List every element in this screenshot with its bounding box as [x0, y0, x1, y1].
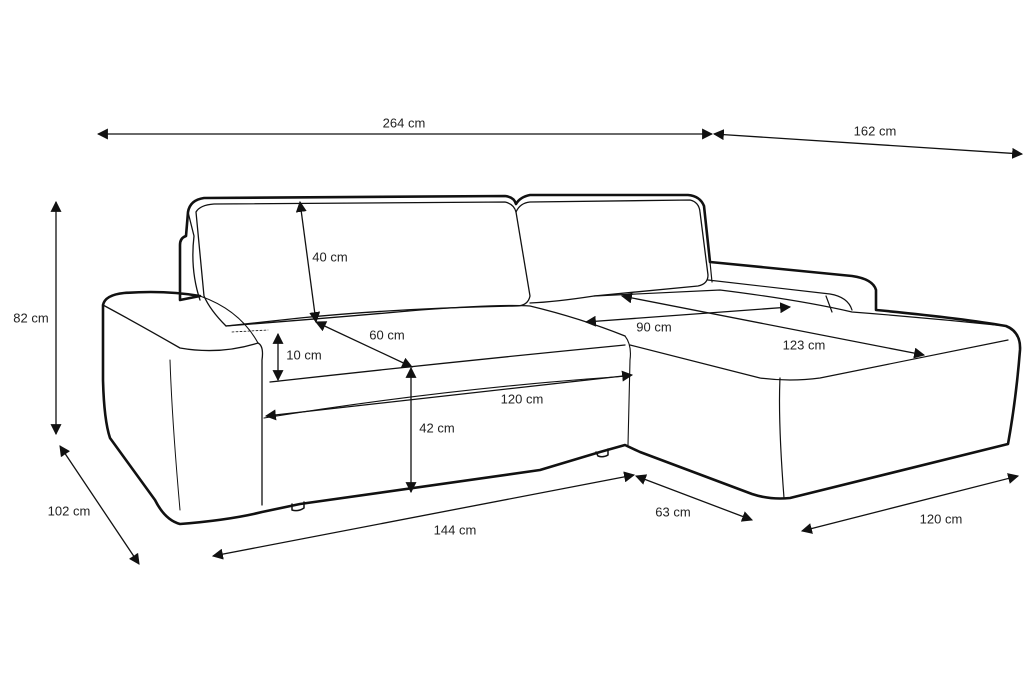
label-chaise-front: 120 cm [919, 511, 963, 527]
dimension-arrows [50, 128, 1024, 565]
left-back-cushion [195, 201, 531, 327]
label-chaise-seat-length: 123 cm [782, 337, 826, 353]
label-backrest-height: 40 cm [312, 249, 348, 265]
sofa-outline [101, 193, 1022, 526]
label-chaise-offset: 63 cm [655, 504, 691, 520]
label-total-width: 264 cm [382, 115, 426, 131]
backrest-rear-edge [187, 211, 201, 301]
arrow-chaise-seat-length [620, 292, 926, 359]
seat-cushion-front-bottom [263, 375, 629, 419]
chaise-seat-front [629, 339, 1009, 381]
sofa-outer-contour [101, 193, 1022, 526]
arrow-backrest-height [295, 200, 321, 324]
arrow-seat-depth [315, 321, 413, 368]
label-front-width: 144 cm [433, 522, 477, 538]
label-seat-height: 42 cm [419, 420, 455, 436]
arrow-chaise-front [800, 473, 1020, 534]
left-armrest-inner-edge [199, 295, 259, 344]
left-armrest-front-seam [169, 359, 181, 511]
label-depth: 102 cm [47, 503, 91, 519]
arrow-chaise-offset [634, 474, 754, 522]
arrow-front-width [211, 471, 636, 560]
seat-cushion-right [624, 335, 631, 446]
arrow-chaise-depth [712, 129, 1024, 159]
label-chaise-seat-width: 90 cm [636, 319, 672, 335]
sofa-foot-right [595, 448, 609, 458]
seat-cushion-front-top [269, 344, 626, 383]
seat-cushion-top [225, 304, 626, 337]
label-chaise-depth: 162 cm [853, 123, 897, 139]
label-seat-depth: 60 cm [369, 327, 405, 343]
chaise-front-corner [778, 377, 785, 499]
label-cushion-thickness: 10 cm [286, 347, 322, 363]
right-back-cushion [515, 199, 709, 304]
cushion-guide-dotted [231, 329, 269, 333]
left-armrest [102, 304, 264, 506]
arrow-depth [59, 445, 140, 565]
label-height: 82 cm [13, 310, 49, 326]
label-seat-width: 120 cm [500, 391, 544, 407]
arrow-seat-width [264, 370, 634, 421]
